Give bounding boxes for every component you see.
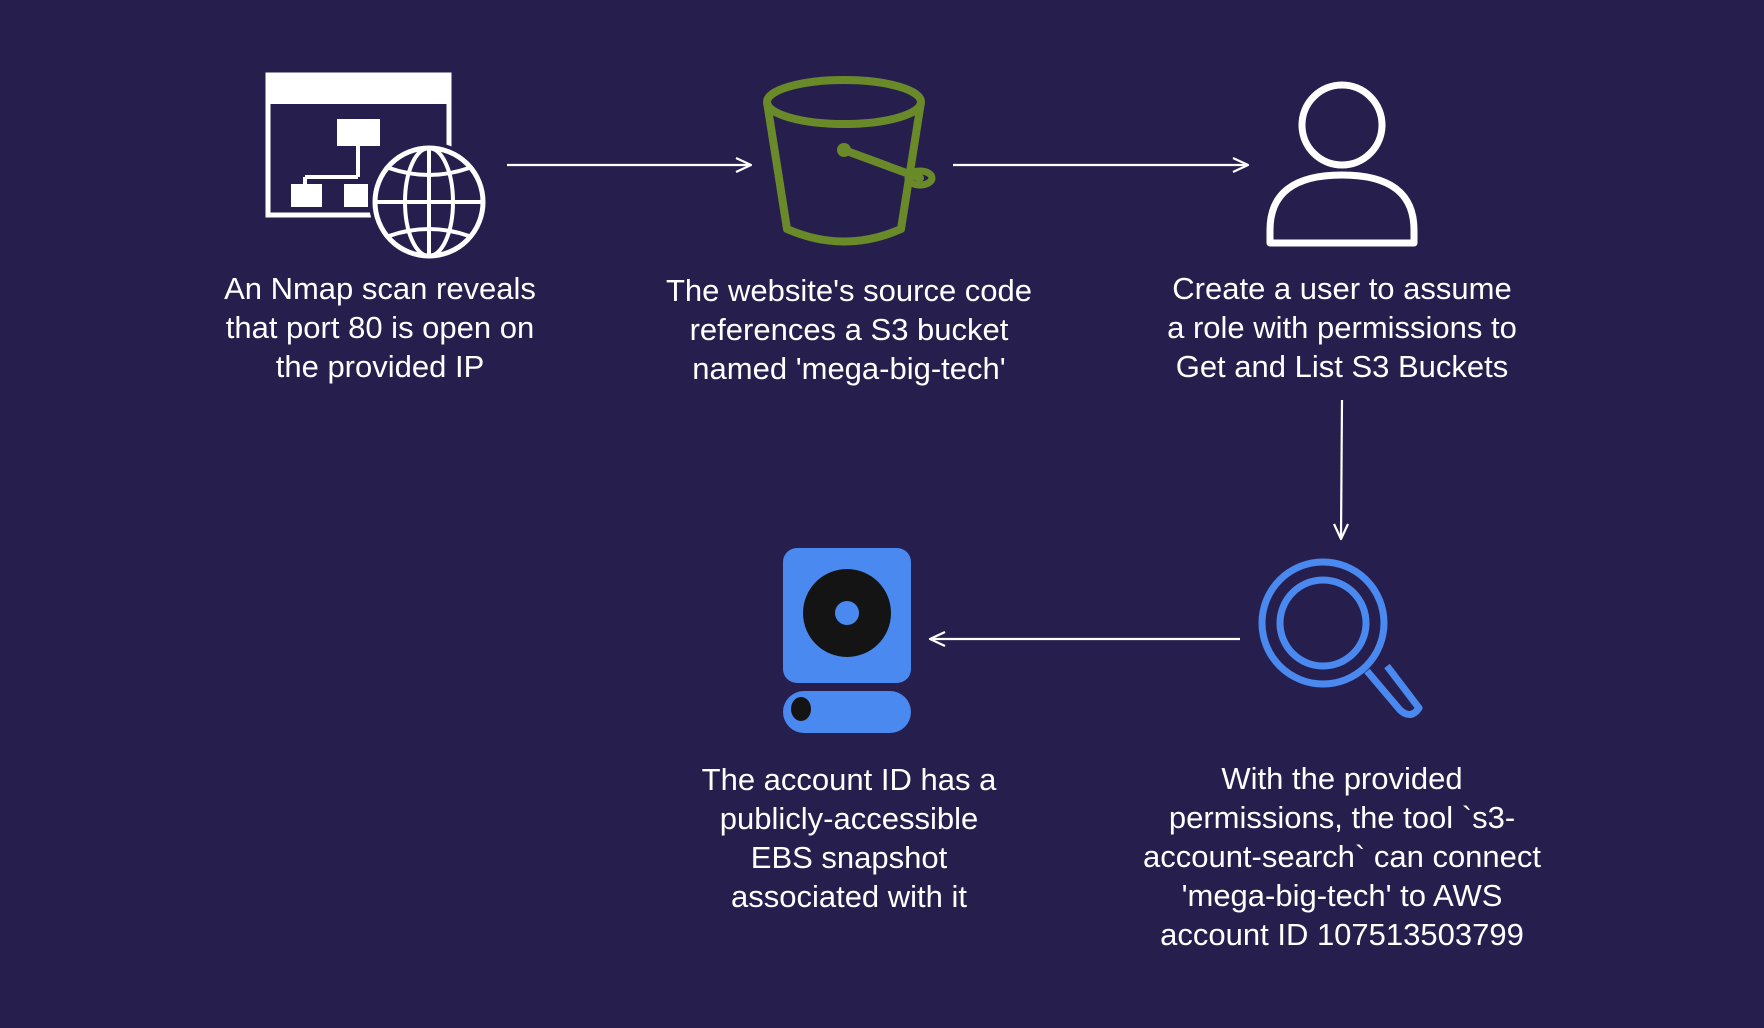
arrow-step2-to-step3 — [953, 157, 1250, 173]
user-icon — [1266, 81, 1418, 247]
arrow-step3-to-step4 — [1333, 399, 1349, 541]
step4-caption: With the provided permissions, the tool … — [1142, 761, 1542, 952]
disk-snapshot-icon — [783, 548, 911, 733]
network-globe-icon — [265, 72, 489, 262]
magnifier-icon — [1258, 558, 1423, 718]
step2-caption: The website's source code references a S… — [665, 273, 1033, 386]
arrow-step1-to-step2 — [507, 157, 753, 173]
s3-bucket-icon — [763, 76, 936, 246]
step5-caption: The account ID has a publicly-accessible… — [701, 762, 997, 914]
step1-caption: An Nmap scan reveals that port 80 is ope… — [224, 271, 536, 384]
arrow-step4-to-step5 — [928, 631, 1240, 647]
step3-caption: Create a user to assume a role with perm… — [1167, 271, 1517, 384]
